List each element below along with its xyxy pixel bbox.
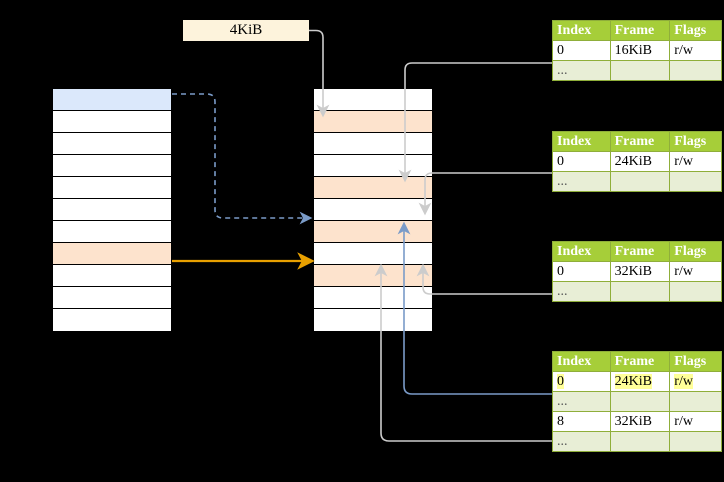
table-row[interactable]: 0 32KiB r/w [552, 261, 722, 282]
table-row[interactable]: 8 32KiB r/w [552, 411, 722, 432]
memory-cell [314, 199, 432, 221]
table-header-row: Index Frame Flags [552, 351, 722, 372]
table-row-ellipsis: ... [552, 391, 722, 412]
cell-flags: r/w [669, 411, 722, 432]
memory-cell [53, 221, 171, 243]
virtual-address-space-column [52, 88, 172, 332]
wire-left-row0-to-mid [172, 93, 313, 225]
column-header-index: Index [552, 20, 611, 41]
memory-cell [314, 155, 432, 177]
memory-cell [314, 265, 432, 287]
memory-cell [314, 177, 432, 199]
cell-empty [609, 281, 671, 302]
cell-flags: r/w [669, 261, 722, 282]
memory-cell [53, 155, 171, 177]
page-size-label: 4KiB [183, 20, 309, 41]
column-header-frame: Frame [609, 241, 671, 262]
cell-empty [669, 391, 722, 412]
wire-table2-to-mid [416, 263, 552, 295]
memory-cell [53, 177, 171, 199]
column-header-flags: Flags [669, 241, 722, 262]
table-row[interactable]: 0 16KiB r/w [552, 40, 722, 61]
cell-ellipsis: ... [552, 281, 611, 302]
cell-index: 8 [552, 411, 611, 432]
table-row-ellipsis: ... [552, 431, 722, 452]
memory-cell [53, 199, 171, 221]
physical-memory-column [313, 88, 433, 332]
cell-frame: 32KiB [609, 411, 671, 432]
table-row[interactable]: 0 24KiB r/w [552, 151, 722, 172]
cell-empty [609, 60, 671, 81]
memory-cell [53, 243, 171, 265]
cell-flags: r/w [669, 371, 722, 392]
column-header-index: Index [552, 351, 611, 372]
wire-table1-to-mid [418, 172, 552, 216]
cell-flags: r/w [669, 40, 722, 61]
column-header-frame: Frame [609, 351, 671, 372]
cell-empty [609, 171, 671, 192]
cell-frame: 24KiB [609, 151, 671, 172]
page-table-0: Index Frame Flags 0 16KiB r/w ... [552, 20, 722, 81]
cell-empty [669, 60, 722, 81]
cell-index: 0 [552, 261, 611, 282]
cell-empty [609, 391, 671, 412]
table-row-ellipsis: ... [552, 171, 722, 192]
memory-cell [314, 309, 432, 331]
cell-ellipsis: ... [552, 171, 611, 192]
memory-cell [53, 265, 171, 287]
cell-ellipsis: ... [552, 431, 611, 452]
page-table-2: Index Frame Flags 0 32KiB r/w ... [552, 241, 722, 302]
column-header-flags: Flags [669, 351, 722, 372]
table-header-row: Index Frame Flags [552, 131, 722, 152]
memory-cell [314, 89, 432, 111]
cell-index: 0 [552, 371, 611, 392]
cell-frame: 32KiB [609, 261, 671, 282]
cell-flags: r/w [669, 151, 722, 172]
column-header-index: Index [552, 241, 611, 262]
cell-frame: 16KiB [609, 40, 671, 61]
table-row-ellipsis: ... [552, 60, 722, 81]
memory-cell [53, 309, 171, 331]
cell-index: 0 [552, 151, 611, 172]
column-header-frame: Frame [609, 131, 671, 152]
cell-frame: 24KiB [609, 371, 671, 392]
table-row[interactable]: 0 24KiB r/w [552, 371, 722, 392]
column-header-index: Index [552, 131, 611, 152]
memory-cell [53, 133, 171, 155]
memory-cell [314, 133, 432, 155]
column-header-frame: Frame [609, 20, 671, 41]
cell-index: 0 [552, 40, 611, 61]
table-header-row: Index Frame Flags [552, 241, 722, 262]
memory-cell [53, 287, 171, 309]
memory-cell [314, 221, 432, 243]
cell-ellipsis: ... [552, 391, 611, 412]
page-table-3: Index Frame Flags 0 24KiB r/w ... 8 32Ki… [552, 351, 722, 452]
column-header-flags: Flags [669, 131, 722, 152]
cell-ellipsis: ... [552, 60, 611, 81]
cell-empty [669, 431, 722, 452]
page-table-1: Index Frame Flags 0 24KiB r/w ... [552, 131, 722, 192]
table-row-ellipsis: ... [552, 281, 722, 302]
memory-cell [314, 287, 432, 309]
cell-empty [609, 431, 671, 452]
table-header-row: Index Frame Flags [552, 20, 722, 41]
memory-cell [53, 89, 171, 111]
memory-cell [314, 111, 432, 133]
memory-cell [53, 111, 171, 133]
column-header-flags: Flags [669, 20, 722, 41]
cell-empty [669, 281, 722, 302]
memory-cell [314, 243, 432, 265]
cell-empty [669, 171, 722, 192]
